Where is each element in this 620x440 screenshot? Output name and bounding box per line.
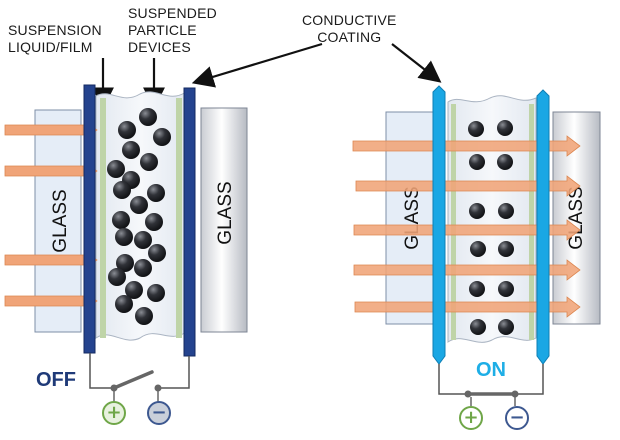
particle xyxy=(469,203,485,219)
glass-pane-right xyxy=(200,107,248,333)
positive-terminal-icon: + xyxy=(459,406,483,430)
conductive-coating-left xyxy=(83,84,96,354)
negative-terminal-icon: − xyxy=(505,406,529,430)
particle xyxy=(115,228,133,246)
particle xyxy=(145,213,163,231)
glass-label: GLASS xyxy=(402,186,423,249)
particle xyxy=(498,281,514,297)
light-arrow xyxy=(353,219,581,241)
particle xyxy=(115,295,133,313)
light-arrow xyxy=(352,135,581,157)
conductive-coating-right xyxy=(536,89,550,365)
suspension-film-left xyxy=(100,98,106,338)
particle xyxy=(107,160,125,178)
particle xyxy=(134,259,152,277)
particle xyxy=(118,121,136,139)
particle xyxy=(147,284,165,302)
particle xyxy=(147,184,165,202)
suspension-film-right xyxy=(529,104,534,340)
suspension-film-left xyxy=(451,104,456,340)
particle xyxy=(113,181,131,199)
circuit-wire xyxy=(160,356,190,389)
particle xyxy=(468,121,484,137)
light-arrow xyxy=(354,296,581,318)
particle xyxy=(108,268,126,286)
particle xyxy=(470,241,486,257)
particle xyxy=(498,241,514,257)
particle xyxy=(498,319,514,335)
suspension-film-right xyxy=(176,98,182,338)
callout-conductive-coating: CONDUCTIVE COATING xyxy=(302,12,397,45)
particle xyxy=(116,254,134,272)
glass-label: GLASS xyxy=(50,189,71,252)
off-state-label: OFF xyxy=(36,369,76,391)
circuit-wire xyxy=(89,353,112,389)
callout-suspension-liquid-film: SUSPENSION LIQUID/FILM xyxy=(8,22,102,55)
callout-arrow-coating-left xyxy=(191,42,323,88)
suspension-cell xyxy=(447,95,537,343)
particle xyxy=(498,203,514,219)
circuit-wire xyxy=(518,364,544,395)
negative-terminal-icon: − xyxy=(147,401,171,425)
particle xyxy=(130,196,148,214)
particle xyxy=(134,231,152,249)
switch-lever-open xyxy=(112,370,154,390)
on-panel: GLASS GLASS xyxy=(352,85,601,406)
particle xyxy=(497,120,513,136)
particle xyxy=(148,244,166,262)
light-arrow xyxy=(355,175,581,197)
particle xyxy=(122,141,140,159)
on-state-label: ON xyxy=(476,359,506,381)
particle xyxy=(125,281,143,299)
particle xyxy=(140,153,158,171)
switch-contact xyxy=(154,384,162,392)
glass-label: GLASS xyxy=(566,186,587,249)
conductive-coating-left xyxy=(432,85,446,365)
circuit-wire xyxy=(438,364,465,395)
positive-terminal-icon: + xyxy=(102,401,126,425)
particle xyxy=(469,154,485,170)
particle xyxy=(497,154,513,170)
particle xyxy=(112,211,130,229)
particle xyxy=(153,128,171,146)
callout-suspended-particle-devices: SUSPENDED PARTICLE DEVICES xyxy=(128,5,217,55)
particle xyxy=(135,307,153,325)
callout-arrow-coating-right xyxy=(391,43,442,83)
particle xyxy=(469,281,485,297)
suspension-cell xyxy=(95,91,187,341)
off-panel: GLASS GLASS xyxy=(4,84,248,402)
glass-pane-left xyxy=(34,109,82,333)
conductive-coating-right xyxy=(183,87,196,357)
light-arrow xyxy=(353,259,581,281)
particle xyxy=(139,108,157,126)
particle xyxy=(470,319,486,335)
glass-label: GLASS xyxy=(215,181,236,244)
